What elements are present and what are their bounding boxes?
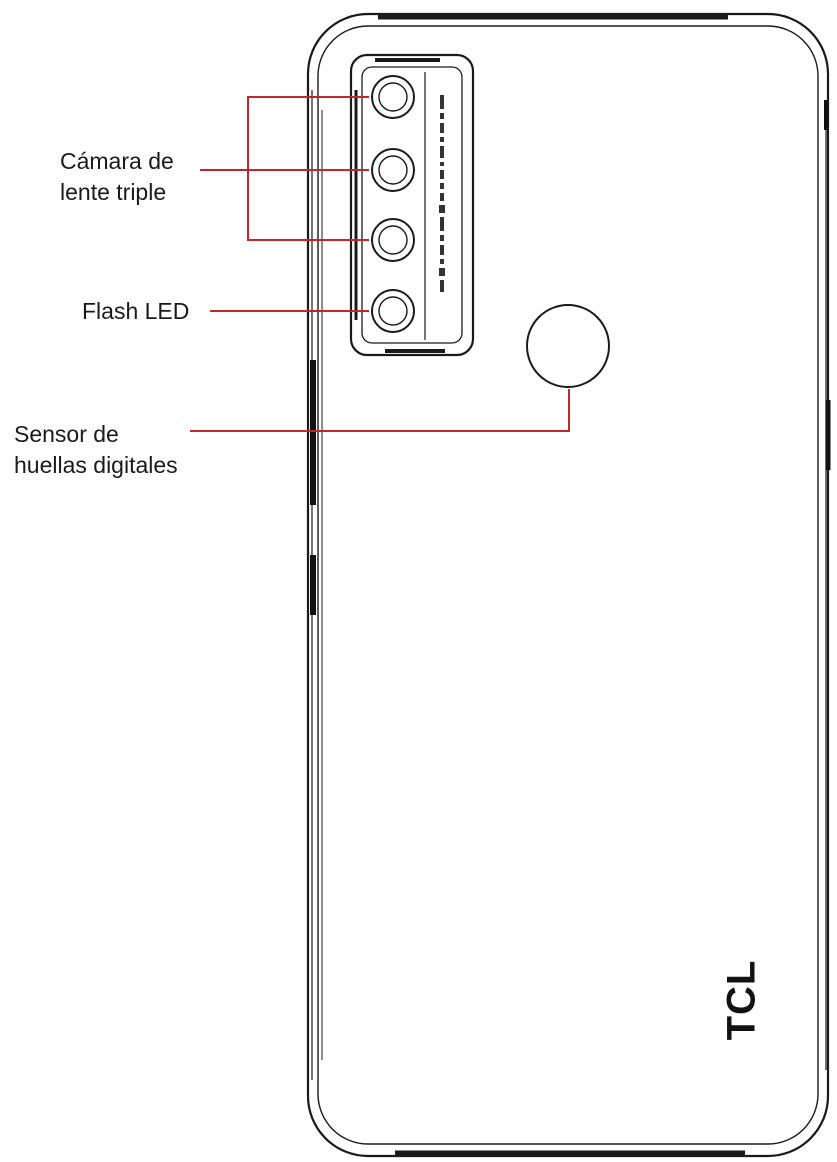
phone-inner-outline	[317, 25, 819, 1145]
camera-marking-strip	[439, 95, 445, 292]
phone-outer-outline	[306, 12, 830, 1158]
fingerprint-sensor	[526, 304, 610, 388]
camera-callout-bracket	[247, 96, 369, 241]
fingerprint-label: Sensor de huellas digitales	[14, 419, 178, 481]
flash-label: Flash LED	[82, 296, 189, 327]
flash-led	[371, 289, 415, 333]
fingerprint-label-line-1: Sensor de	[14, 421, 119, 447]
camera-label: Cámara de lente triple	[60, 146, 174, 208]
camera-module	[349, 53, 475, 357]
flash-label-text: Flash LED	[82, 298, 190, 324]
camera-module-outer	[349, 53, 475, 357]
fingerprint-callout-line	[190, 389, 570, 432]
camera-label-line-1: Cámara de	[60, 148, 174, 174]
tcl-logo: TCL	[719, 959, 764, 1041]
camera-label-line-2: lente triple	[60, 179, 167, 205]
camera-lens	[371, 218, 415, 262]
fingerprint-label-line-2: huellas digitales	[14, 452, 178, 478]
side-buttons	[310, 100, 831, 615]
camera-module-inner	[361, 66, 463, 344]
callout-lines	[190, 96, 570, 432]
camera-lens	[371, 75, 415, 119]
camera-lens	[371, 148, 415, 192]
